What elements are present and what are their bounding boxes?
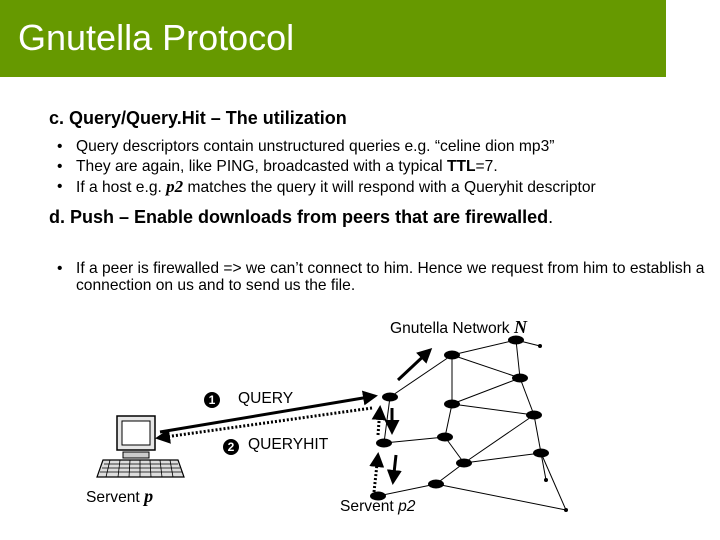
slide-title: Gnutella Protocol (18, 17, 295, 58)
network-edges (377, 339, 567, 511)
gnutella-network-diagram (96, 335, 568, 512)
section-d-period: . (548, 207, 554, 227)
query-forward-arrow (396, 347, 433, 382)
bullet-item: • They are again, like PING, broadcasted … (57, 157, 596, 177)
servent-p-text: Servent (86, 489, 140, 506)
section-d-heading-text: d. Push – Enable downloads from peers th… (49, 207, 549, 227)
queryhit-up-arrow-1 (369, 452, 385, 493)
servent-p2-var: p2 (398, 498, 416, 515)
bullet-text-post: matches the query it will respond with a… (183, 179, 596, 196)
host-p2-term: p2 (166, 177, 184, 196)
network-var: N (513, 317, 527, 337)
queryhit-label: QUERYHIT (248, 436, 329, 453)
queryhit-arrow (155, 406, 373, 444)
bullet-item: • Query descriptors contain unstructured … (57, 137, 596, 157)
computer-icon (96, 415, 185, 478)
bullet-text-pre: They are again, like PING, broadcasted w… (76, 158, 447, 175)
bullet-text-post: =7. (475, 158, 498, 175)
section-c-heading: c. Query/Query.Hit – The utilization (49, 108, 347, 128)
step-2-badge: 2 (223, 439, 239, 455)
query-to-p2-arrow (386, 454, 402, 485)
network-label: Gnutella Network N (390, 317, 527, 338)
bullet-text: Query descriptors contain unstructured q… (76, 138, 555, 155)
servent-p2-text: Servent (340, 498, 394, 515)
queryhit-up-arrow-2 (371, 405, 387, 436)
bullet-dot: • (57, 178, 63, 195)
step-1-badge: 1 (204, 392, 220, 408)
servent-p2-label: Servent p2 (340, 498, 415, 516)
bullet-dot: • (57, 158, 63, 175)
network-nodes (370, 335, 568, 512)
bullet-item: • If a host e.g. p2 matches the query it … (57, 177, 596, 198)
push-bullet: • If a peer is firewalled => we can’t co… (57, 260, 707, 294)
bullet-dot: • (57, 138, 63, 155)
servent-p-var: p (144, 486, 154, 506)
bullet-dot: • (57, 260, 63, 277)
section-c-bullets: • Query descriptors contain unstructured … (57, 137, 596, 198)
title-bar: Gnutella Protocol (0, 0, 666, 77)
bullet-text-pre: If a host e.g. (76, 179, 167, 196)
section-d-heading: d. Push – Enable downloads from peers th… (49, 207, 553, 228)
query-arrow (159, 390, 378, 434)
network-label-text: Gnutella Network (390, 320, 510, 337)
ttl-term: TTL (446, 158, 476, 175)
push-bullet-text: If a peer is firewalled => we can’t conn… (76, 260, 705, 294)
servent-p-label: Servent p (86, 486, 153, 507)
query-label: QUERY (238, 390, 294, 407)
